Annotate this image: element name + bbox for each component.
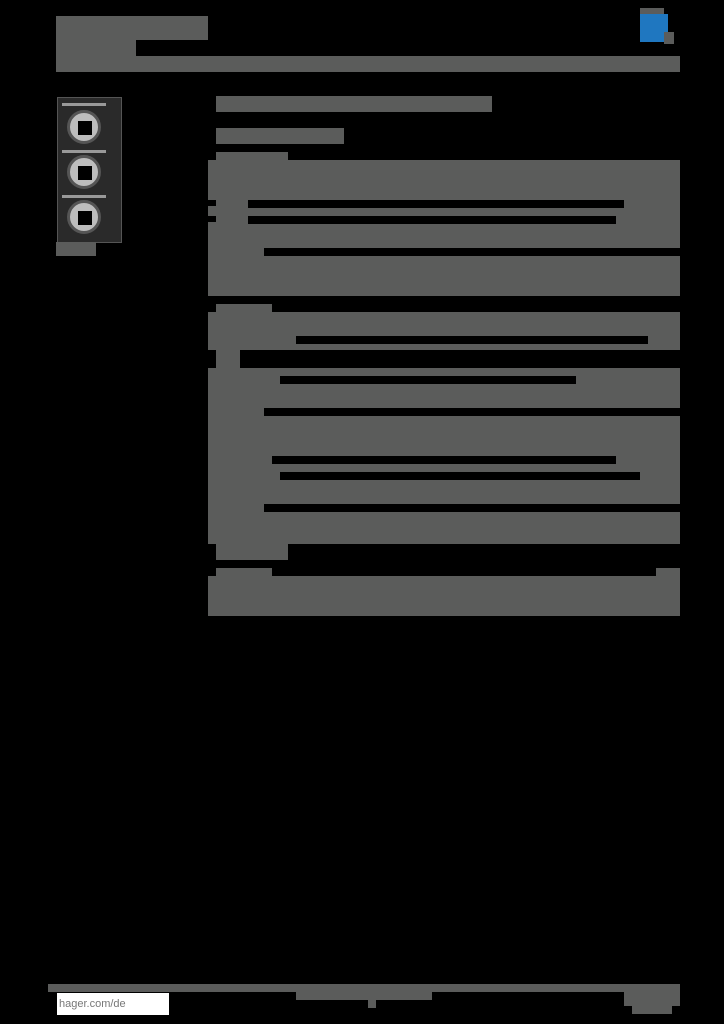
product-image bbox=[57, 97, 122, 243]
product-subheading bbox=[216, 128, 344, 144]
socket-icon bbox=[67, 155, 101, 189]
hager-logo bbox=[640, 8, 674, 44]
socket-icon bbox=[67, 200, 101, 234]
spec-table-1 bbox=[208, 160, 680, 296]
spec-table-5 bbox=[208, 576, 680, 616]
spec-table-2 bbox=[208, 312, 680, 350]
footer-date bbox=[624, 992, 680, 1006]
header-subtitle bbox=[56, 40, 136, 56]
section-label bbox=[216, 544, 288, 560]
footer-rule bbox=[48, 984, 680, 992]
footer-url[interactable]: hager.com/de bbox=[57, 993, 169, 1015]
product-heading bbox=[216, 96, 492, 112]
section-label bbox=[216, 304, 272, 314]
footer-page-number bbox=[368, 1000, 376, 1008]
socket-icon bbox=[67, 110, 101, 144]
logo-mark-icon bbox=[640, 14, 668, 42]
footer-info bbox=[296, 992, 432, 1000]
header-title bbox=[56, 16, 208, 40]
header-rule bbox=[56, 56, 680, 72]
product-caption bbox=[56, 242, 96, 256]
spec-table-3 bbox=[208, 368, 680, 408]
